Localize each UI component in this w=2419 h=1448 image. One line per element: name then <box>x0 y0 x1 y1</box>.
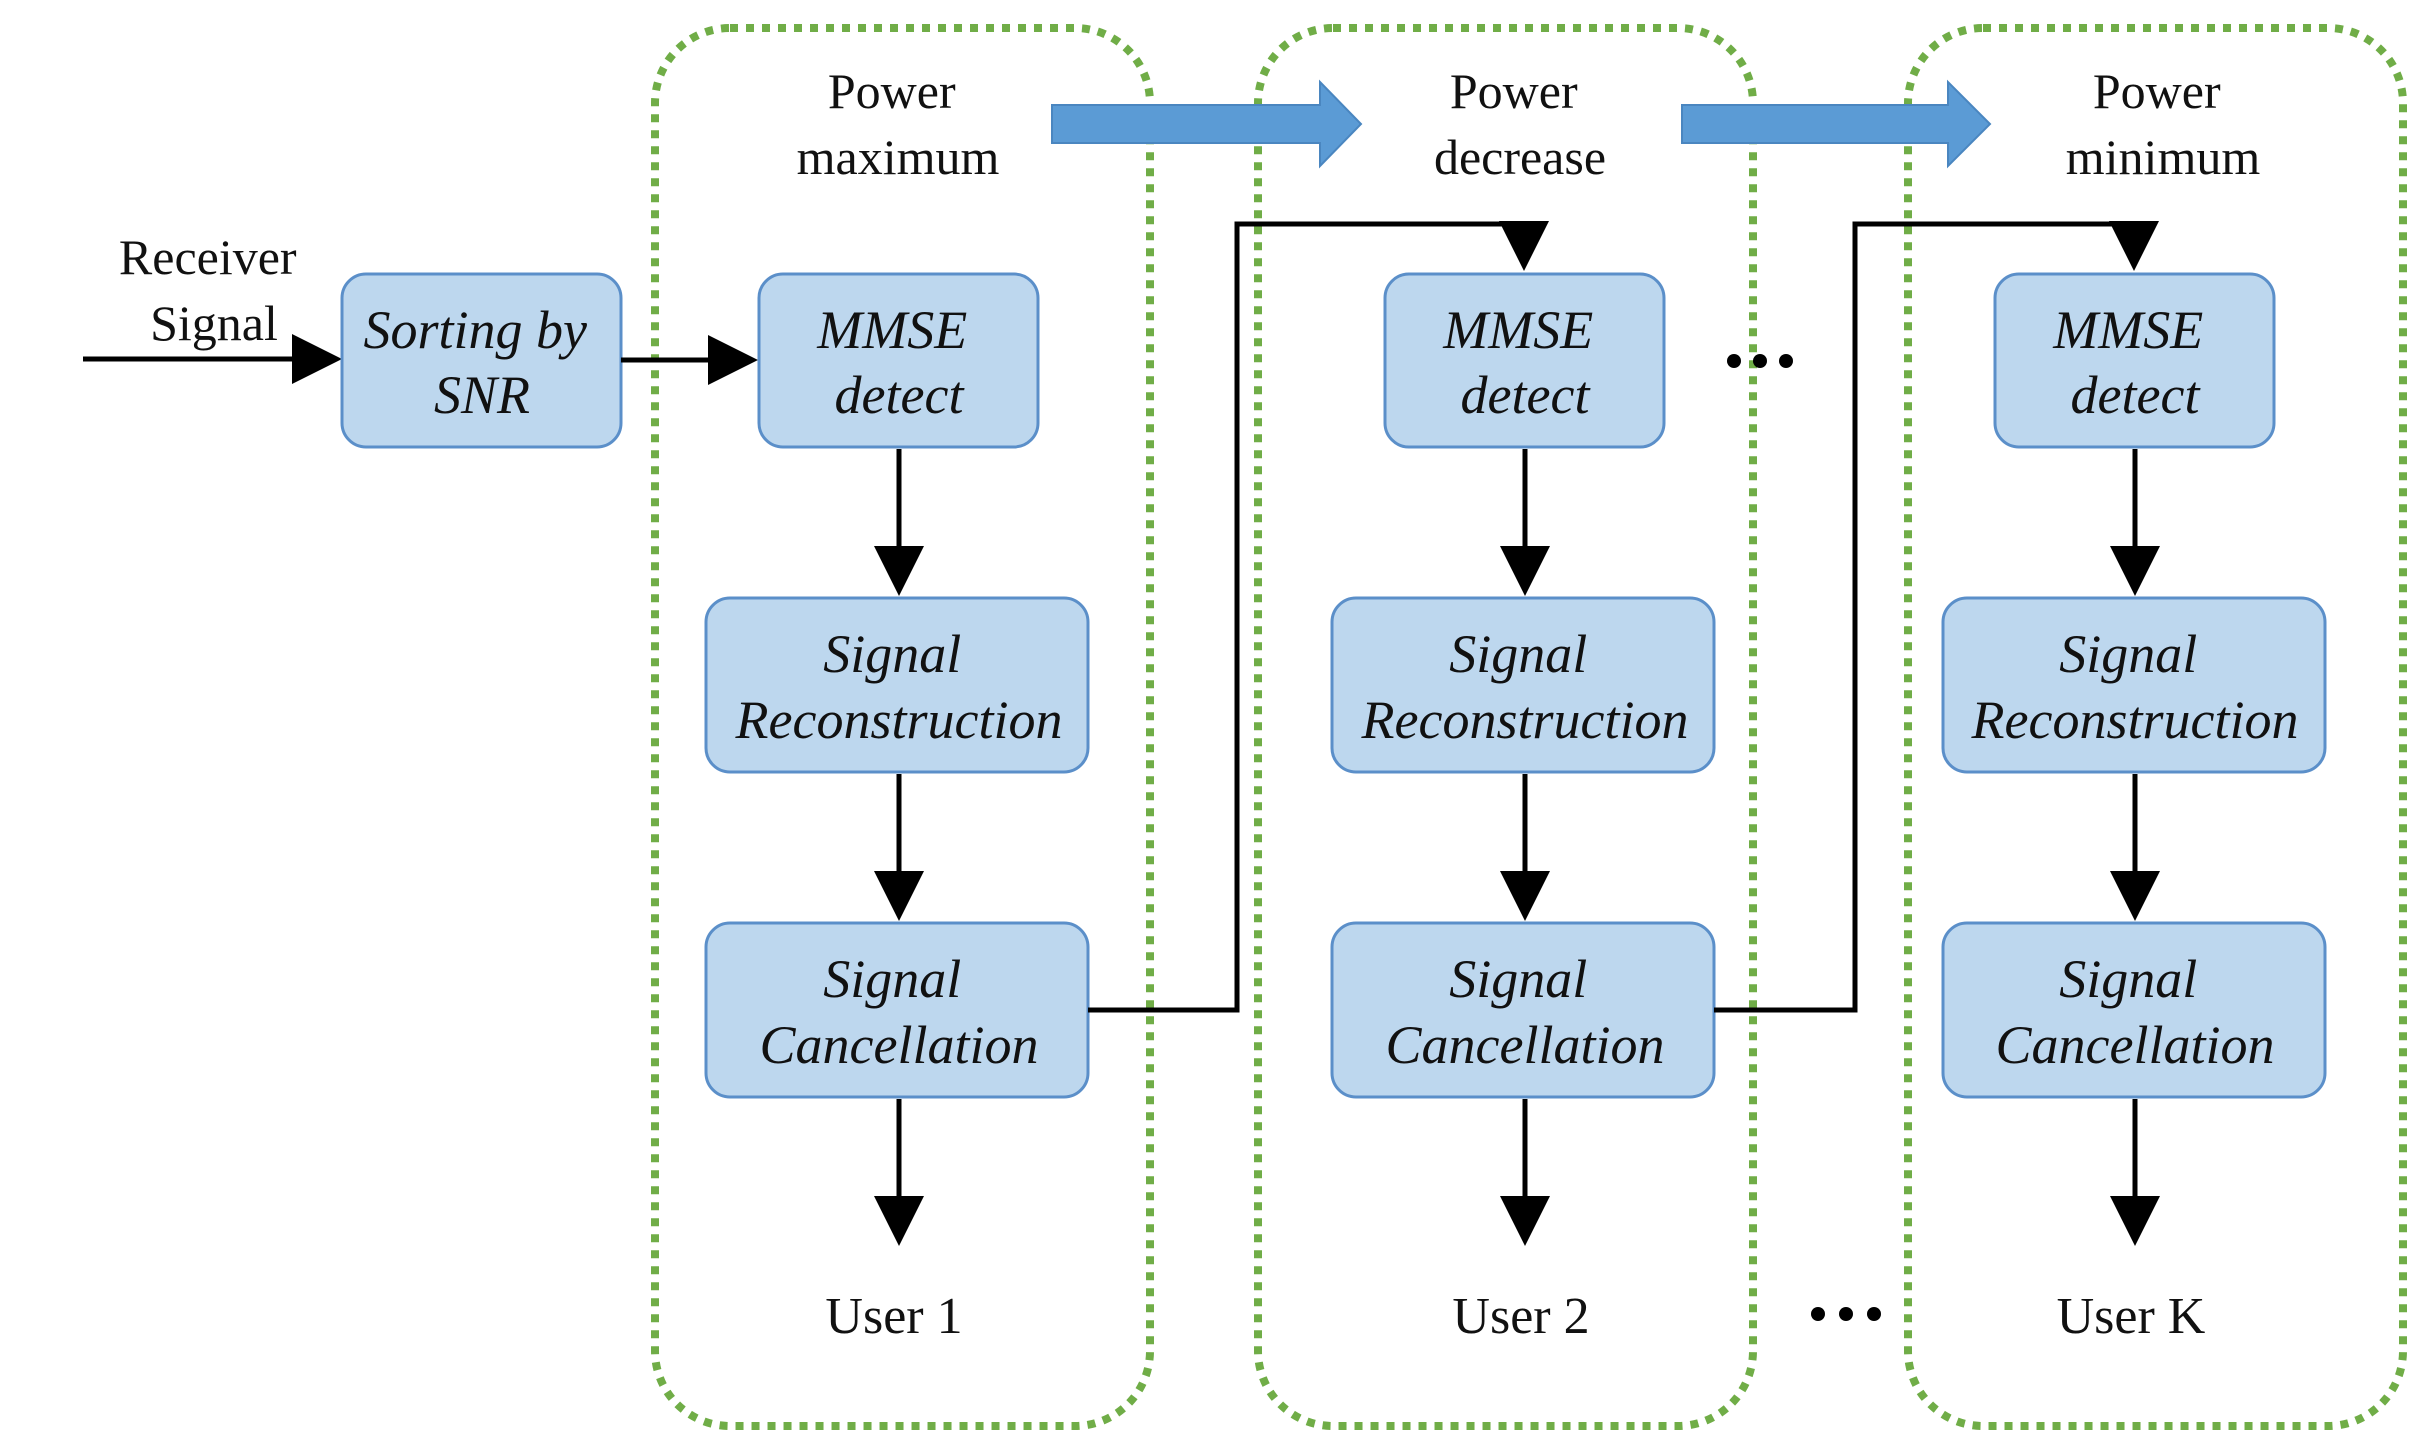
stage-2-mmse-detect-text: MMSE detect <box>1442 300 1606 425</box>
stage-3-recon-line1: Signal <box>2059 624 2197 684</box>
stage-1-signal-reconstruction-text: Signal Reconstruction <box>735 624 1063 750</box>
stage-1-signal-reconstruction-box <box>704 596 1090 774</box>
stage-1-group-border <box>651 24 1154 1430</box>
stage-2-signal-cancellation-text: Signal Cancellation <box>1386 949 1665 1075</box>
stage-3-power-line1: Power <box>2093 63 2221 119</box>
stage-1-cancel-line2: Cancellation <box>760 1015 1039 1075</box>
receiver-signal-line2: Signal <box>150 295 278 351</box>
stage-2-power-line1: Power <box>1450 63 1578 119</box>
stage-3-mmse-detect-text: MMSE detect <box>2052 300 2216 425</box>
stage-1-mmse-detect-box <box>757 272 1040 449</box>
stage-1-user-label: User 1 <box>825 1288 962 1345</box>
stage-1-signal-cancellation-text: Signal Cancellation <box>760 949 1039 1075</box>
stage-2-mmse-line2: detect <box>1461 365 1592 425</box>
stage-2-cancel-line2: Cancellation <box>1386 1015 1665 1075</box>
stage-2-cancel-line1: Signal <box>1449 949 1587 1009</box>
stage-3-signal-reconstruction-box <box>1941 596 2327 774</box>
sorting-line2: SNR <box>434 365 530 425</box>
stage-3-group-border <box>1904 24 2407 1430</box>
ellipsis-upper-dot-1 <box>1727 354 1741 368</box>
stage-1-to-stage-2-connector <box>1088 221 1549 1013</box>
ellipsis-lower-dot-3 <box>1867 1307 1881 1321</box>
stage-3-signal-cancellation-text: Signal Cancellation <box>1996 949 2275 1075</box>
stage-1-power-line2: maximum <box>797 129 1000 185</box>
stage-1-recon-line1: Signal <box>823 624 961 684</box>
stage-2-mmse-detect-box <box>1383 272 1666 449</box>
stage-2-signal-reconstruction-box <box>1330 596 1716 774</box>
stage-3-cancel-line2: Cancellation <box>1996 1015 2275 1075</box>
stage-2-recon-line2: Reconstruction <box>1361 690 1689 750</box>
stage-3-recon-line2: Reconstruction <box>1971 690 2299 750</box>
stage-2-power-label: Power decrease <box>1434 63 1606 185</box>
power-arrow-1 <box>1051 79 1363 169</box>
stage-1-power-label: Power maximum <box>797 63 1000 185</box>
stage-2-group-border <box>1254 24 1757 1430</box>
stage-3-power-line2: minimum <box>2066 129 2261 185</box>
stage-3-mmse-detect-box <box>1993 272 2276 449</box>
stage-2-signal-reconstruction-text: Signal Reconstruction <box>1361 624 1689 750</box>
stage-3-signal-reconstruction-text: Signal Reconstruction <box>1971 624 2299 750</box>
stage-2-recon-line1: Signal <box>1449 624 1587 684</box>
stage-3-cancel-line1: Signal <box>2059 949 2197 1009</box>
stage-2-to-stage-3-connector <box>1714 221 2159 1013</box>
ellipsis-upper-dot-2 <box>1753 354 1767 368</box>
stage-1-cancel-line1: Signal <box>823 949 961 1009</box>
sorting-line1: Sorting by <box>364 300 588 360</box>
stage-1-power-line1: Power <box>828 63 956 119</box>
stage-2-user-label: User 2 <box>1452 1288 1589 1345</box>
receiver-signal-line1: Receiver <box>119 229 297 285</box>
ellipsis-lower-dot-2 <box>1839 1307 1853 1321</box>
stage-1-mmse-detect-text: MMSE detect <box>816 300 980 425</box>
ellipsis-upper <box>1727 354 1793 368</box>
power-arrow-2 <box>1681 79 1992 169</box>
stage-3-mmse-line1: MMSE <box>2052 300 2203 360</box>
receiver-signal-label: Receiver Signal <box>119 229 309 351</box>
ellipsis-lower-dot-1 <box>1811 1307 1825 1321</box>
stage-3-signal-cancellation-box <box>1941 921 2327 1099</box>
stage-1-mmse-line2: detect <box>835 365 966 425</box>
ellipsis-upper-dot-3 <box>1779 354 1793 368</box>
sorting-by-snr-text: Sorting by SNR <box>364 300 601 425</box>
stage-3-mmse-line2: detect <box>2071 365 2202 425</box>
stage-3-power-label: Power minimum <box>2066 63 2261 185</box>
stage-2-power-line2: decrease <box>1434 129 1606 185</box>
stage-1-mmse-line1: MMSE <box>816 300 967 360</box>
stage-2-mmse-line1: MMSE <box>1442 300 1593 360</box>
stage-1-recon-line2: Reconstruction <box>735 690 1063 750</box>
stage-3-user-label: User K <box>2057 1288 2206 1345</box>
ellipsis-lower <box>1811 1307 1881 1321</box>
